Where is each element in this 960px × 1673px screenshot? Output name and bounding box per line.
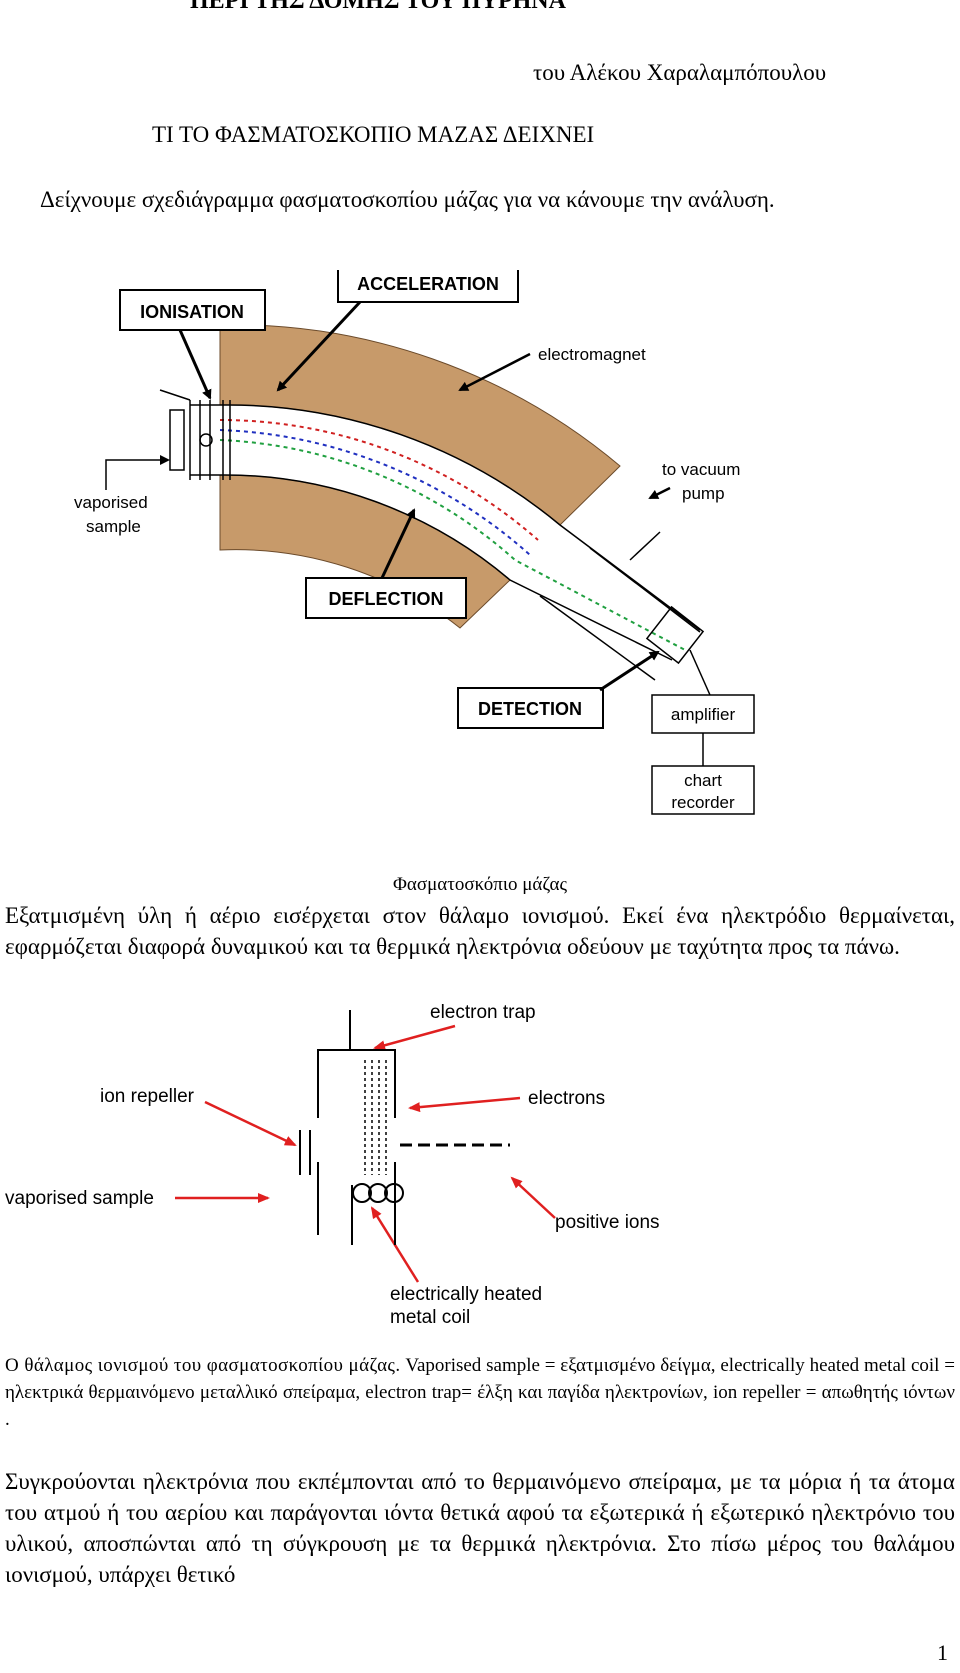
intro-sentence: Δείχνουμε σχεδιάγραμμα φασματοσκοπίου μά…	[40, 187, 775, 212]
ionisation-chamber	[159, 389, 231, 480]
document-author: του Αλέκου Χαραλαμπόπουλου	[533, 60, 827, 85]
electrons-arrow	[408, 1096, 521, 1113]
ionisation-chamber-diagram: electron trap ion repeller electrons vap…	[5, 1002, 660, 1328]
tube-extension-upper	[589, 547, 701, 633]
positive-ions-arrow	[510, 1176, 556, 1219]
vaporised-sample-label-1: vaporised	[74, 493, 148, 512]
acceleration-arrow	[276, 300, 362, 392]
svg-text:IONISATION: IONISATION	[140, 302, 244, 322]
deflection-arrow	[380, 508, 416, 579]
detector	[645, 605, 705, 665]
svg-text:recorder: recorder	[671, 793, 735, 812]
electromagnet-arrow	[458, 352, 531, 392]
amplifier-box: amplifier	[651, 694, 755, 734]
ionisation-arrow	[178, 329, 212, 400]
heated-coil-label-1: electrically heated	[390, 1284, 542, 1305]
svg-text:ACCELERATION: ACCELERATION	[357, 274, 499, 294]
mass-spectrometer-diagram: IONISATION ACCELERATION electromagnet to…	[74, 270, 755, 815]
detector-to-amplifier-line	[689, 649, 711, 696]
heated-coil-label-2: metal coil	[390, 1307, 470, 1328]
electron-trap-arrow	[373, 1024, 456, 1051]
svg-text:chart: chart	[684, 771, 722, 790]
acceleration-label: ACCELERATION	[337, 270, 519, 303]
chamber-body	[299, 1010, 396, 1245]
detection-label: DETECTION	[457, 687, 604, 729]
chart-recorder-box: chart recorder	[651, 765, 755, 815]
deflection-label: DEFLECTION	[305, 577, 467, 619]
svg-text:amplifier: amplifier	[671, 705, 736, 724]
vaporised-sample-label-2: sample	[86, 517, 141, 536]
svg-text:DETECTION: DETECTION	[478, 699, 582, 719]
vacuum-pump-label-2: pump	[682, 484, 725, 503]
metal-coil	[352, 1183, 404, 1203]
electromagnet-label: electromagnet	[538, 345, 646, 364]
paragraph-chamber-caption: Ο θάλαμος ιονισμού του φασματοσκοπίου μά…	[5, 1352, 955, 1433]
caption-glossary: Vaporised sample = εξατμισμένο δείγμα, e…	[5, 1355, 955, 1430]
vaporised-sample-label: vaporised sample	[5, 1188, 154, 1209]
vacuum-pump-stub	[629, 531, 661, 561]
flight-tube-upper-wall	[190, 404, 701, 631]
ion-repeller-label: ion repeller	[100, 1086, 195, 1107]
ion-beam-green	[219, 439, 686, 651]
vaporised-sample-line	[105, 455, 170, 490]
caption-lead: Ο θάλαμος ιονισμού του φασματοσκοπίου μά…	[5, 1355, 401, 1376]
ion-repeller-arrow	[204, 1100, 297, 1147]
vacuum-pump-label-1: to vacuum	[662, 460, 740, 479]
vacuum-pump-arrow	[648, 486, 671, 500]
ionisation-label: IONISATION	[119, 289, 266, 331]
tube-extension-lower	[539, 595, 656, 681]
flight-tube-lower-wall	[190, 474, 673, 661]
svg-text:DEFLECTION: DEFLECTION	[329, 589, 444, 609]
electrons-label: electrons	[528, 1088, 605, 1109]
detection-arrow	[599, 650, 660, 692]
positive-ions-label: positive ions	[555, 1212, 660, 1233]
electron-trap-label: electron trap	[430, 1002, 536, 1023]
paragraph-collisions: Συγκρούονται ηλεκτρόνια που εκπέμπονται …	[5, 1469, 955, 1587]
paragraph-ionisation-intro: Εξατμισμένη ύλη ή αέριο εισέρχεται στον …	[5, 903, 955, 959]
document-title: ΠΕΡΙ ΤΗΣ ΔΟΜΗΣ ΤΟΥ ΠΥΡΗΝΑ	[190, 0, 566, 14]
ion-beam-blue	[219, 429, 531, 556]
section-heading: ΤΙ ΤΟ ΦΑΣΜΑΤΟΣΚΟΠΙΟ ΜΑΖΑΣ ΔΕΙΧΝΕΙ	[152, 122, 595, 147]
page-number: 1	[937, 1640, 948, 1665]
figure1-caption: Φασματοσκόπιο μάζας	[392, 874, 567, 895]
electron-stream	[364, 1060, 387, 1175]
